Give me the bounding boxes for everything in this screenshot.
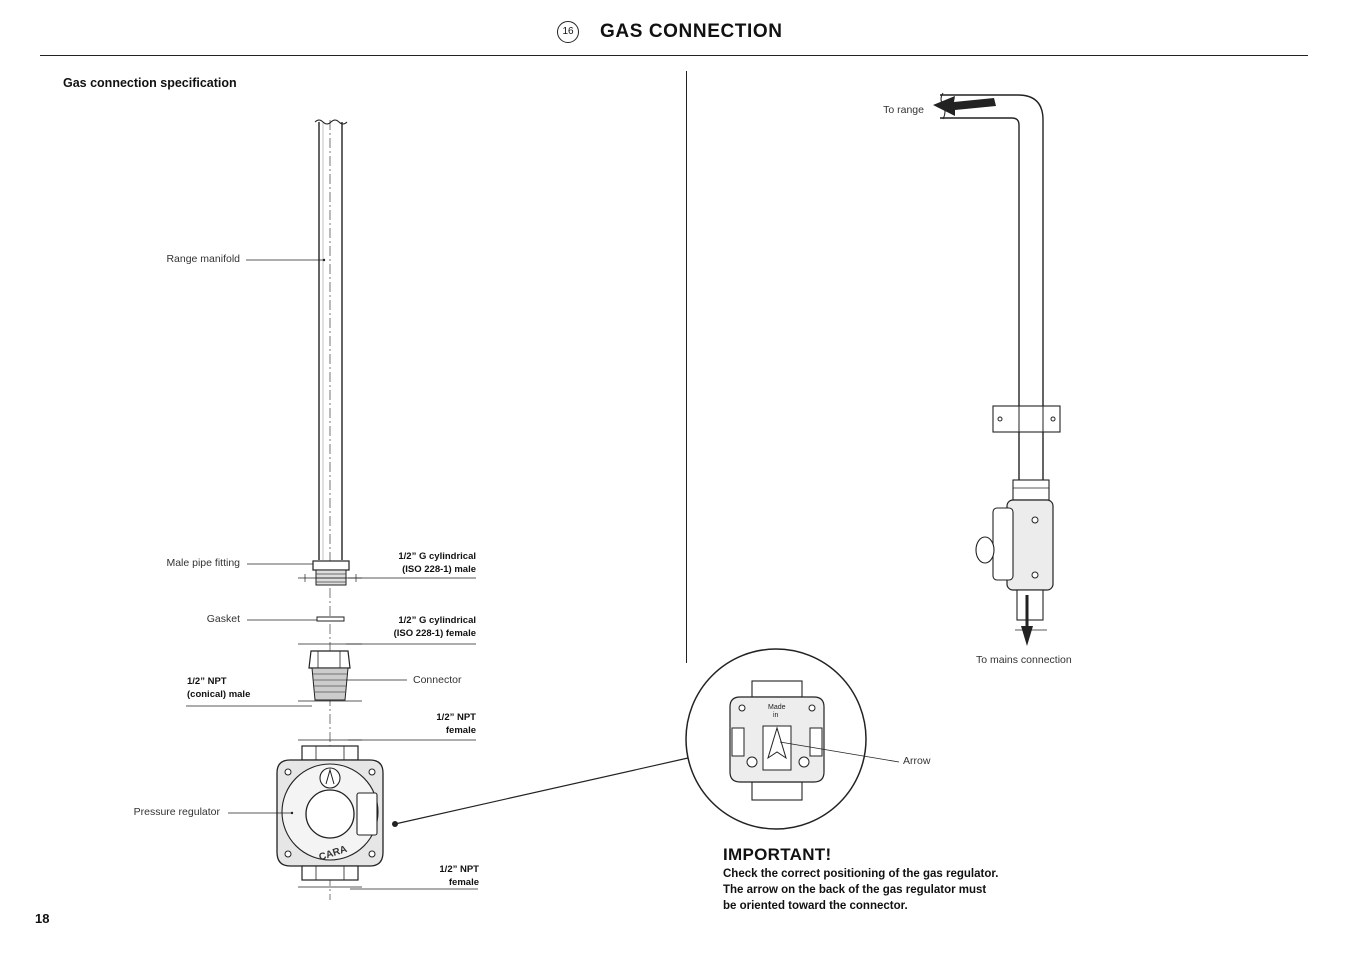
pressure-regulator <box>276 739 384 888</box>
header-divider <box>40 55 1308 56</box>
detail-callout-line <box>394 757 689 825</box>
page-title: GAS CONNECTION <box>600 21 783 42</box>
label-male-pipe-fitting: Male pipe fitting <box>166 557 240 569</box>
regulator-detail-view: Made in <box>685 648 867 830</box>
label-gasket: Gasket <box>206 613 240 625</box>
range-manifold-pipe <box>314 119 348 560</box>
spec-g-cylindrical-male: 1/2” G cylindrical (ISO 228-1) male <box>398 551 476 575</box>
section-number-badge: 16 <box>557 21 579 43</box>
detail-made-text: Made <box>768 704 786 711</box>
spec-npt-conical-male: 1/2” NPT (conical) male <box>187 676 251 700</box>
spec-heading: Gas connection specification <box>63 76 237 90</box>
label-connector: Connector <box>413 674 462 686</box>
detail-in-text: in <box>773 712 779 719</box>
label-to-mains: To mains connection <box>976 654 1072 666</box>
spec-npt-female-top: 1/2” NPT female <box>436 712 476 736</box>
gasket <box>316 616 345 622</box>
important-body: Check the correct positioning of the gas… <box>723 868 999 912</box>
to-range-arrow <box>933 96 996 116</box>
label-arrow: Arrow <box>903 755 931 767</box>
label-to-range: To range <box>883 104 924 116</box>
panel-divider <box>686 71 687 663</box>
connector <box>298 643 362 701</box>
label-range-manifold: Range manifold <box>166 253 240 265</box>
range-supply-pipe <box>940 92 1061 631</box>
page-number: 18 <box>35 911 50 926</box>
spec-g-cylindrical-female: 1/2” G cylindrical (ISO 228-1) female <box>393 615 476 639</box>
to-mains-arrow <box>1021 626 1033 646</box>
spec-npt-female-bottom: 1/2” NPT female <box>439 864 479 888</box>
important-title: IMPORTANT! <box>723 845 832 864</box>
label-pressure-regulator: Pressure regulator <box>133 806 220 818</box>
male-pipe-fitting <box>312 560 350 586</box>
